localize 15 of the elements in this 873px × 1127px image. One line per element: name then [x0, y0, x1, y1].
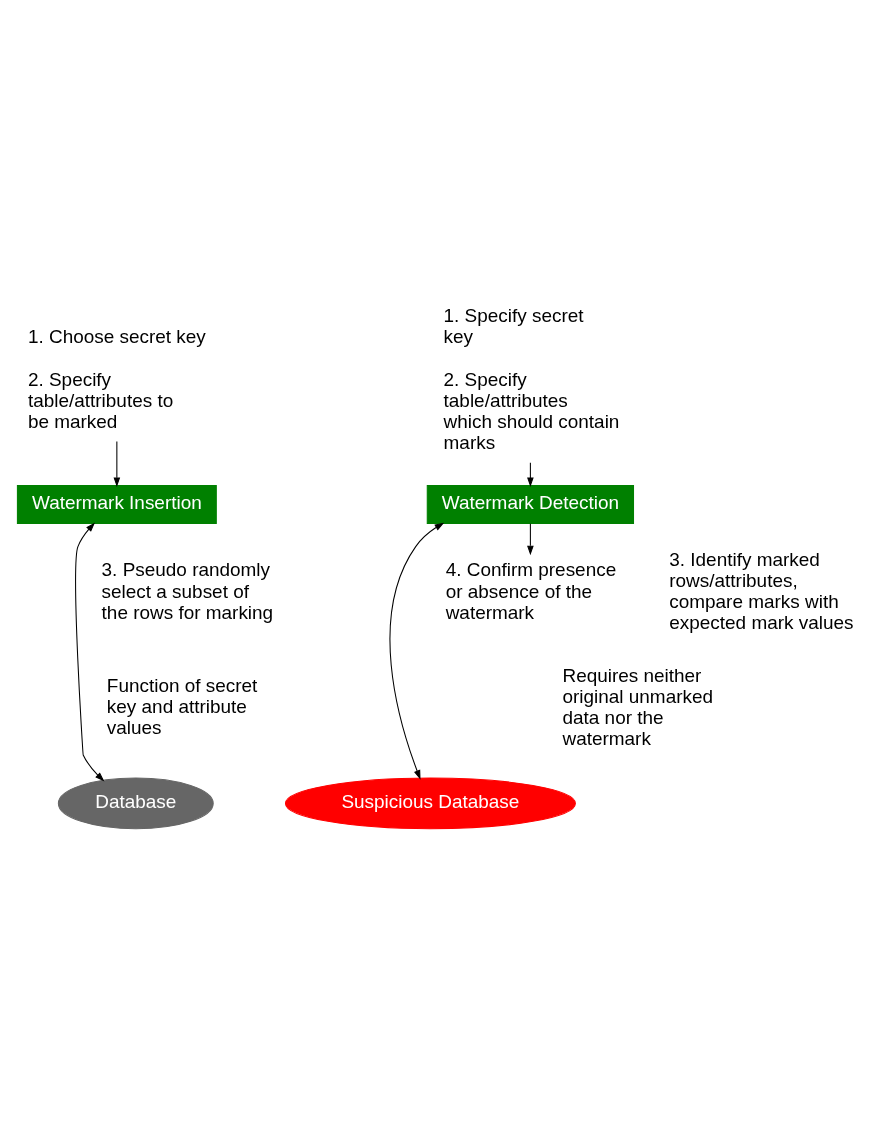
label: Requires neither original unmarked data nor the watermark	[561, 664, 713, 749]
label: 3. Pseudo randomly select a subset of the rows for marking	[101, 558, 273, 623]
node-text: 1. Choose secret key 2. Specify table/attributes to be marked	[27, 325, 206, 432]
node-text: 4. Confirm presence or absence of the watermark	[445, 558, 616, 623]
node-ellipse: Database	[57, 777, 214, 829]
arrow	[526, 522, 534, 555]
label: 3. Identify marked rows/attributes, compare marks with expected mark values	[668, 548, 853, 633]
arrow	[388, 522, 444, 780]
arrow	[113, 440, 120, 487]
label: Function of secret key and attribute values	[106, 674, 257, 738]
arrow	[74, 522, 104, 781]
node-ellipse: Suspicious Database	[284, 777, 576, 829]
node-box: Watermark Insertion	[16, 484, 217, 524]
node-box: Watermark Detection	[426, 484, 634, 524]
node-text: 1. Specify secret key 2. Specify table/attributes which should contain marks	[443, 304, 619, 453]
